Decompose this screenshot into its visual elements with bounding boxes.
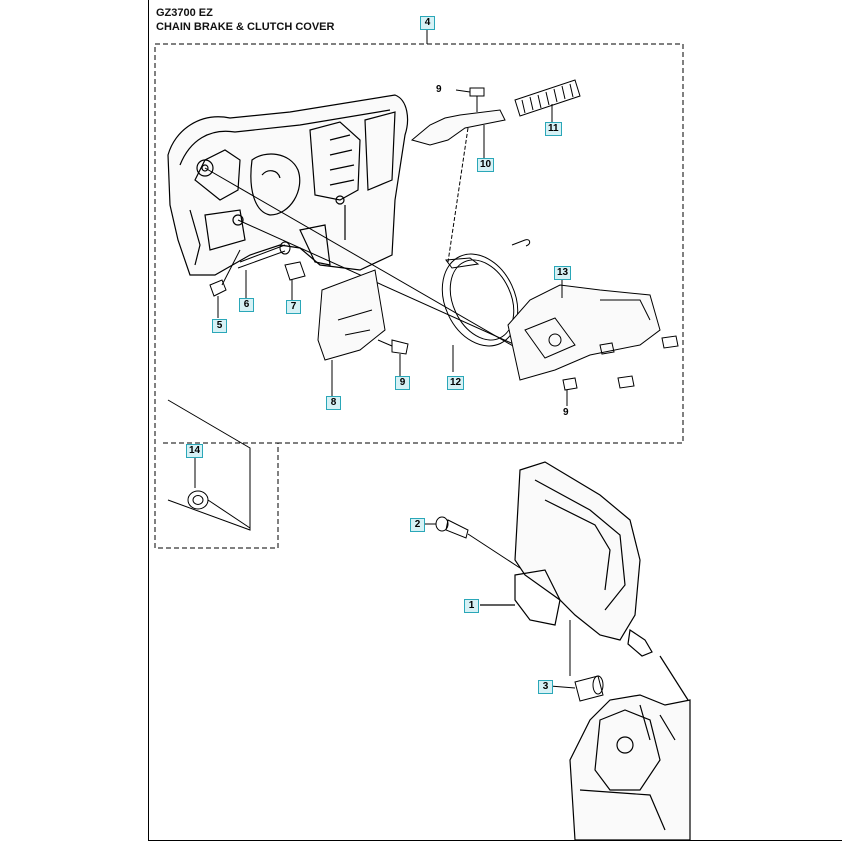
chain-guide-part-8 xyxy=(317,269,386,396)
brake-lever-assembly xyxy=(410,79,581,263)
diagram-title: GZ3700 EZ CHAIN BRAKE & CLUTCH COVER xyxy=(156,6,334,34)
callout-part-7: 7 xyxy=(286,300,301,314)
brake-band-part-12 xyxy=(441,239,531,372)
brake-mechanism-part-13 xyxy=(507,280,679,406)
callout-part-3: 3 xyxy=(538,680,553,694)
clutch-cover-part xyxy=(167,94,409,276)
callout-part-13: 13 xyxy=(554,266,572,280)
callout-part-11: 11 xyxy=(545,122,562,136)
inset-boundary xyxy=(167,399,251,531)
callout-part-14: 14 xyxy=(186,444,204,458)
front-guard-part-1 xyxy=(480,461,653,657)
callout-part-6: 6 xyxy=(239,298,254,312)
callout-part-1: 1 xyxy=(464,599,479,613)
pin-part-5 xyxy=(209,249,241,318)
callout-part-9-right: 9 xyxy=(563,407,569,418)
saw-body xyxy=(569,655,691,841)
nut-part-7 xyxy=(284,261,306,300)
page-frame xyxy=(148,0,842,841)
spacer-part-3 xyxy=(549,620,604,702)
grommet-part-14 xyxy=(187,458,251,529)
callout-part-10: 10 xyxy=(477,158,495,172)
callout-part-4: 4 xyxy=(420,16,435,30)
callout-part-9-top: 9 xyxy=(436,84,442,95)
model-name: GZ3700 EZ xyxy=(156,7,213,19)
callout-part-9-middle: 9 xyxy=(395,376,410,390)
callout-part-12: 12 xyxy=(447,376,465,390)
stud-part-6 xyxy=(237,241,291,298)
callout-part-5: 5 xyxy=(212,319,227,333)
screw-part-2 xyxy=(420,516,521,569)
callout-part-2: 2 xyxy=(410,518,425,532)
screw-part-9-middle xyxy=(377,339,409,376)
callout-part-8: 8 xyxy=(326,396,341,410)
section-name: CHAIN BRAKE & CLUTCH COVER xyxy=(156,21,335,33)
